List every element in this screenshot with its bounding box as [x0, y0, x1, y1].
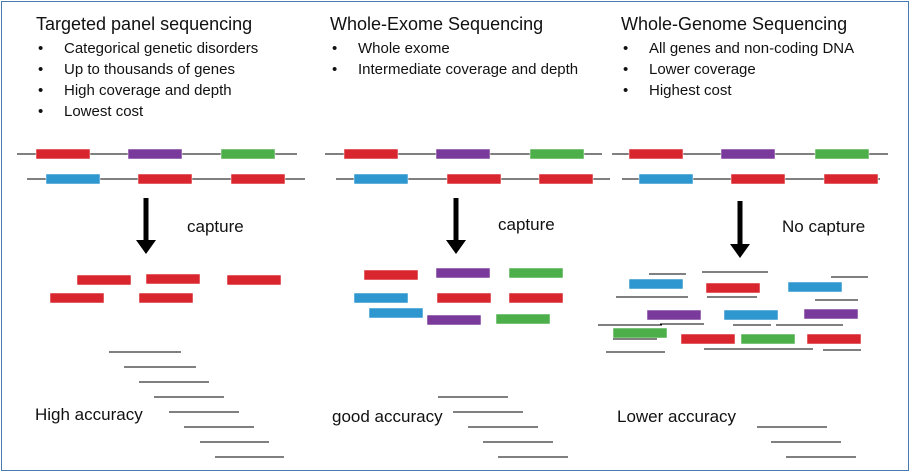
bullet-item: Highest cost — [619, 80, 854, 101]
red-exon-block — [230, 173, 286, 185]
bullet-item: All genes and non-coding DNA — [619, 38, 854, 59]
red-exon-block — [343, 148, 399, 160]
red-exon-block — [628, 148, 684, 160]
blue-exon-block — [353, 173, 409, 185]
bullet-item: Categorical genetic disorders — [34, 38, 258, 59]
green-exon-block — [508, 267, 564, 279]
green-exon-block — [612, 327, 668, 339]
red-exon-block — [35, 148, 91, 160]
result-label-exome: good accuracy — [332, 407, 443, 426]
purple-exon-block — [720, 148, 776, 160]
result-label-genome: Lower accuracy — [617, 407, 737, 426]
step-label-genome: No capture — [782, 217, 866, 236]
red-exon-block — [508, 292, 564, 304]
panel-bullets-exome: Whole exome Intermediate coverage and de… — [328, 38, 578, 80]
red-exon-block — [823, 173, 879, 185]
red-exon-block — [137, 173, 193, 185]
panel-title-genome: Whole-Genome Sequencing — [621, 14, 848, 34]
red-exon-block — [226, 274, 282, 286]
panel-bullets-genome: All genes and non-coding DNA Lower cover… — [619, 38, 854, 101]
red-exon-block — [538, 173, 594, 185]
bullet-item: Intermediate coverage and depth — [328, 59, 578, 80]
red-exon-block — [446, 173, 502, 185]
red-exon-block — [138, 292, 194, 304]
purple-exon-block — [426, 314, 482, 326]
purple-exon-block — [646, 309, 702, 321]
green-exon-block — [740, 333, 796, 345]
red-exon-block — [49, 292, 105, 304]
green-exon-block — [495, 313, 551, 325]
purple-exon-block — [435, 148, 491, 160]
panel-title-targeted: Targeted panel sequencing — [36, 14, 253, 34]
blue-exon-block — [723, 309, 779, 321]
blue-exon-block — [45, 173, 101, 185]
step-label-exome: capture — [498, 215, 555, 234]
blue-exon-block — [353, 292, 409, 304]
red-exon-block — [436, 292, 492, 304]
red-exon-block — [145, 273, 201, 285]
red-exon-block — [806, 333, 862, 345]
red-exon-block — [363, 269, 419, 281]
red-exon-block — [680, 333, 736, 345]
green-exon-block — [529, 148, 585, 160]
red-exon-block — [730, 173, 786, 185]
green-exon-block — [814, 148, 870, 160]
red-exon-block — [76, 274, 132, 286]
bullet-item: High coverage and depth — [34, 80, 258, 101]
no-capture-arrow — [730, 201, 750, 258]
bullet-item: Lower coverage — [619, 59, 854, 80]
step-label-targeted: capture — [187, 217, 244, 236]
purple-exon-block — [435, 267, 491, 279]
result-label-targeted: High accuracy — [35, 405, 143, 424]
green-exon-block — [220, 148, 276, 160]
blue-exon-block — [368, 307, 424, 319]
panel-title-exome: Whole-Exome Sequencing — [330, 14, 544, 34]
blue-exon-block — [787, 281, 843, 293]
panel-bullets-targeted: Categorical genetic disorders Up to thou… — [34, 38, 258, 122]
purple-exon-block — [127, 148, 183, 160]
blue-exon-block — [628, 278, 684, 290]
bullet-item: Up to thousands of genes — [34, 59, 258, 80]
capture-arrow — [446, 198, 466, 254]
bullet-item: Whole exome — [328, 38, 578, 59]
red-exon-block — [705, 282, 761, 294]
capture-arrow — [136, 198, 156, 254]
bullet-item: Lowest cost — [34, 101, 258, 122]
purple-exon-block — [803, 308, 859, 320]
blue-exon-block — [638, 173, 694, 185]
